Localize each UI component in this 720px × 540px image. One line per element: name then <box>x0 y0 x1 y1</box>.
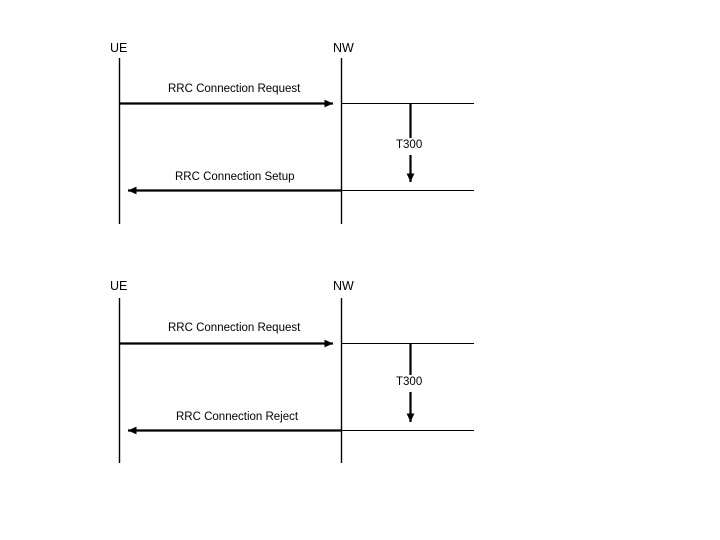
timer-label-t300: T300 <box>396 376 423 388</box>
actor-label-ue: UE <box>110 279 128 293</box>
timer-label-t300: T300 <box>396 139 423 151</box>
message-label-rrc-connection-setup: RRC Connection Setup <box>175 171 295 183</box>
actor-label-ue: UE <box>110 41 128 55</box>
message-label-rrc-connection-request: RRC Connection Request <box>168 322 301 334</box>
actor-label-nw: NW <box>333 41 354 55</box>
actor-label-nw: NW <box>333 279 354 293</box>
message-label-rrc-connection-reject: RRC Connection Reject <box>176 411 299 423</box>
message-label-rrc-connection-request: RRC Connection Request <box>168 83 301 95</box>
